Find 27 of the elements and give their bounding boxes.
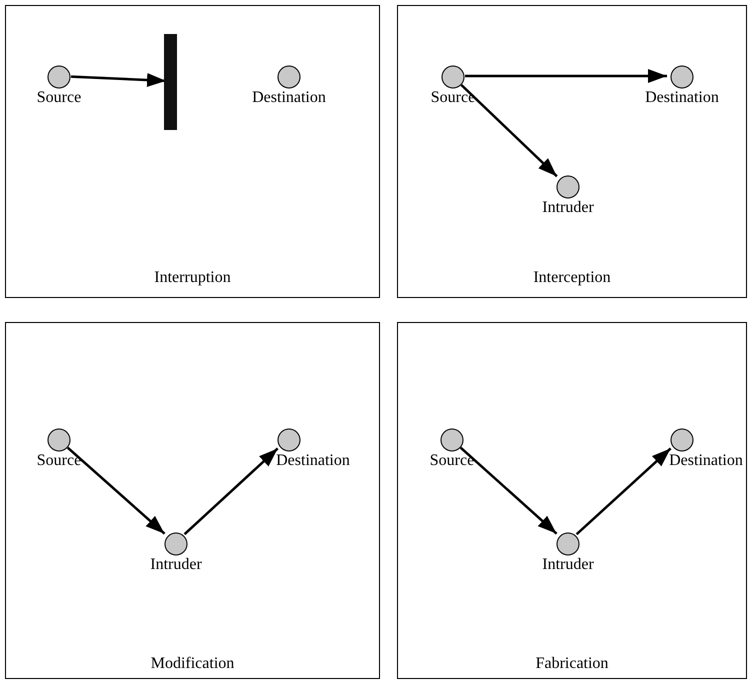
panel-frame	[397, 5, 747, 298]
arrow	[66, 446, 166, 535]
arrow	[184, 448, 279, 536]
panel-frame	[397, 322, 747, 679]
node-label: Source	[36, 89, 82, 107]
node-label: Intruder	[542, 556, 594, 574]
panel-title: Fabrication	[536, 655, 608, 673]
panel-frame	[5, 322, 380, 679]
arrow	[465, 69, 667, 83]
node-label: Source	[430, 89, 476, 107]
node-label: Source	[430, 452, 474, 470]
panel-title: Modification	[150, 655, 234, 673]
blocking-bar	[164, 34, 177, 130]
node-label: Intruder	[150, 556, 202, 574]
panel-frame	[5, 5, 380, 298]
node-label: Intruder	[542, 199, 594, 217]
arrow	[460, 446, 558, 535]
node-label: Destination	[252, 89, 326, 107]
node-label: Destination	[645, 89, 719, 107]
node-label: Source	[36, 452, 82, 470]
panel-title: Interception	[533, 269, 611, 287]
arrow	[70, 73, 166, 87]
arrow	[576, 448, 672, 536]
arrow	[460, 84, 558, 178]
node-label: Destination	[276, 452, 350, 470]
panel-title: Interruption	[154, 269, 231, 287]
node-label: Destination	[669, 452, 743, 470]
